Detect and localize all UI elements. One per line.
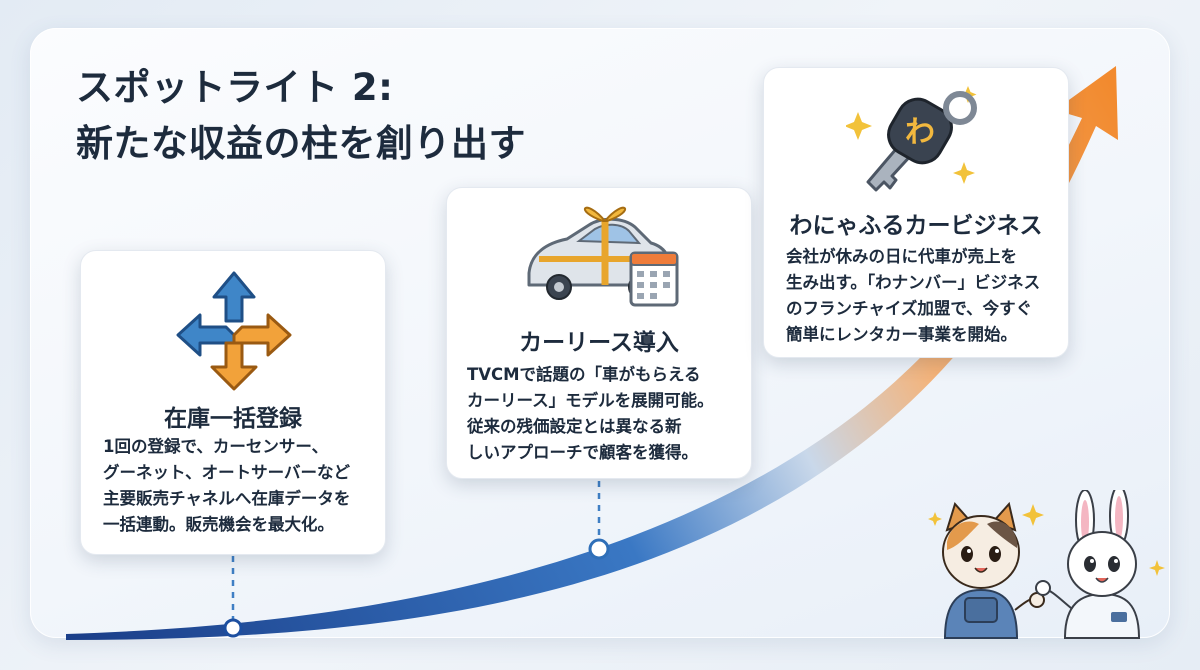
card-description-line: 主要販売チャネルへ在庫データを (103, 489, 351, 508)
card-description-line: グーネット、オートサーバーなど (103, 463, 351, 482)
card-description: 1回の登録で、カーセンサー、 グーネット、オートサーバーなど 主要販売チャネルへ… (103, 434, 350, 538)
card-description-line: 簡単にレンタカー事業を開始。 (786, 325, 1017, 344)
slide-title-line2: 新たな収益の柱を創り出す (76, 122, 526, 165)
car-key-icon: わ (844, 82, 996, 204)
rabbit-mascot (1035, 485, 1141, 639)
mascot-illustration (925, 485, 1165, 644)
card-description-line: 会社が休みの日に代車が売上を (786, 247, 1017, 266)
card-description-line: 1回の登録で、カーセンサー、 (103, 437, 329, 456)
sparkle-icon (928, 504, 1165, 576)
card-heading: 在庫一括登録 (164, 406, 302, 432)
card-inventory-bulk-registration: 在庫一括登録 1回の登録で、カーセンサー、 グーネット、オートサーバーなど 主要… (80, 250, 386, 555)
card-description: TVCMで話題の「車がもらえる カーリース」モデルを展開可能。 従来の残価設定と… (467, 362, 714, 466)
marker-lease (588, 538, 610, 560)
card-description-line: のフランチャイズ加盟で、今すぐ (786, 299, 1033, 318)
card-car-lease: カーリース導入 TVCMで話題の「車がもらえる カーリース」モデルを展開可能。 … (446, 187, 752, 479)
card-heading: わにゃふるカービジネス (789, 213, 1043, 239)
card-description-line: 従来の残価設定とは異なる新 (467, 417, 682, 436)
split-arrows-icon (176, 271, 292, 395)
gift-car-calendar-icon (519, 203, 681, 315)
slide-title-line1: スポットライト 2: (76, 66, 394, 109)
key-tag-letter: わ (905, 115, 935, 150)
card-description-line: しいアプローチで顧客を獲得。 (467, 443, 698, 462)
marker-inventory (223, 618, 243, 638)
slide-title: スポットライト 2: 新たな収益の柱を創り出す (76, 60, 526, 172)
card-heading: カーリース導入 (519, 330, 679, 356)
card-description: 会社が休みの日に代車が売上を 生み出す。「わナンバー」ビジネス のフランチャイズ… (786, 244, 1040, 348)
card-description-line: カーリース」モデルを展開可能。 (467, 391, 714, 410)
card-description-line: TVCMで話題の「車がもらえる (467, 365, 701, 384)
card-description-line: 生み出す。「わナンバー」ビジネス (786, 273, 1041, 292)
card-wanyafuru-car-business: わ わにゃふるカービジネス 会社が休みの日に代車が売上を 生み出す。「わナンバー… (763, 67, 1069, 358)
card-description-line: 一括連動。販売機会を最大化。 (103, 515, 334, 534)
cat-mascot (942, 501, 1045, 639)
